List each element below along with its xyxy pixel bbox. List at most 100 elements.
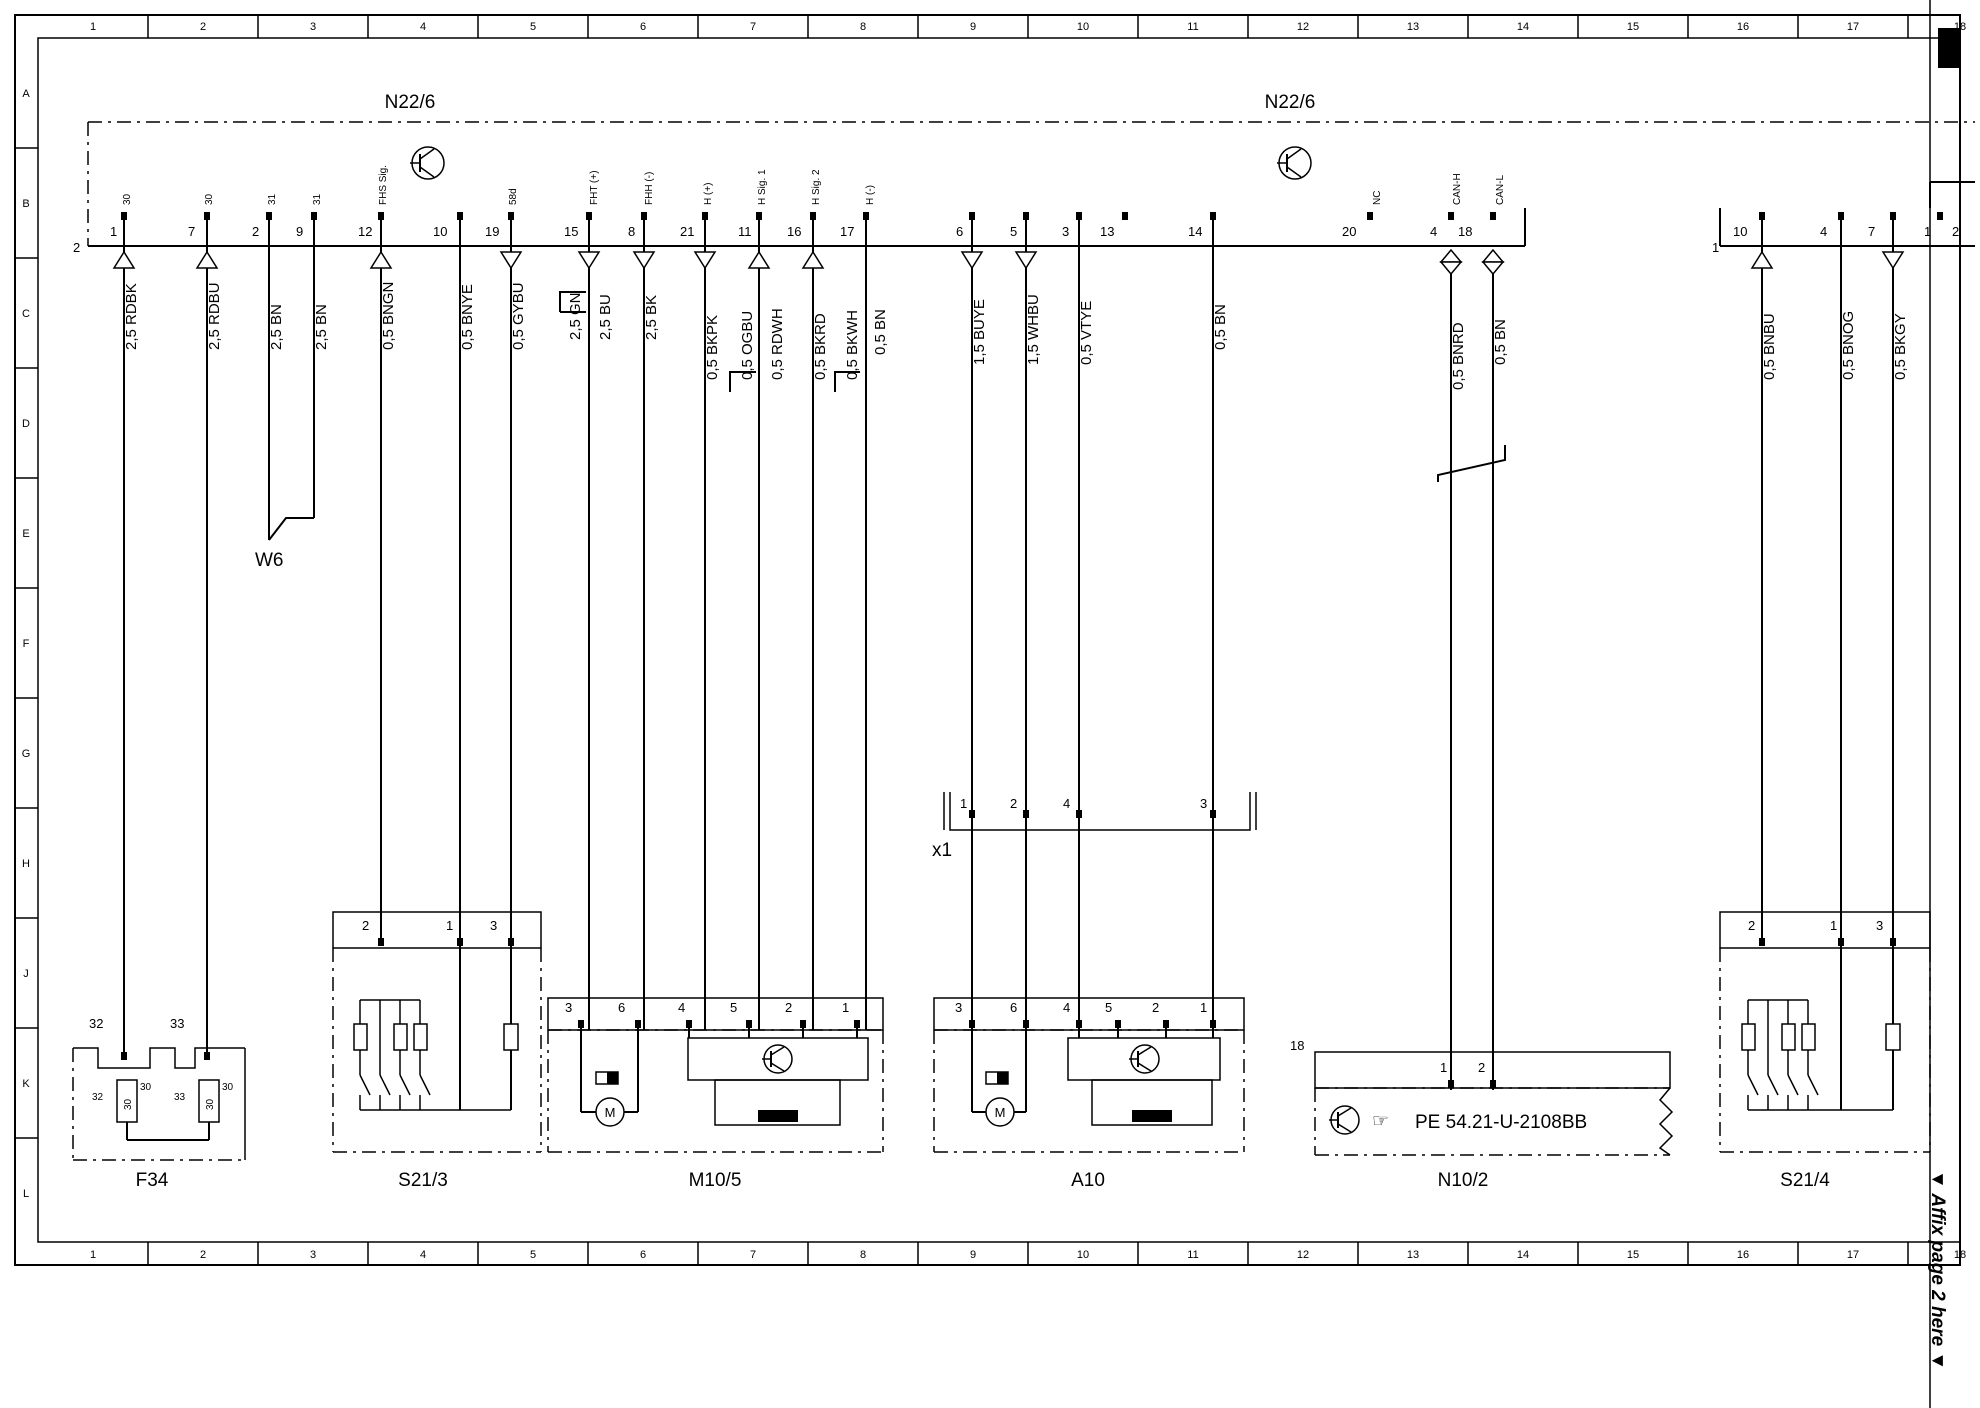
row-c: C [22, 308, 30, 320]
wire-label: 0,5 BNGN [380, 282, 397, 350]
signal-label: 31 [312, 193, 323, 205]
row-d: D [22, 418, 30, 430]
pin-number: 5 [1010, 224, 1017, 239]
motor-label: M [605, 1105, 616, 1120]
pin-number: 11 [738, 224, 752, 239]
fuse-rating: 30 [123, 1098, 134, 1110]
fuse-terminal: 33 [174, 1092, 186, 1103]
col-8-bottom: 8 [860, 1249, 866, 1261]
pin-number: 1 [110, 224, 117, 239]
signal-label: 30 [122, 193, 133, 205]
n10-2-prefix: 18 [1290, 1038, 1304, 1053]
x1-label: x1 [932, 840, 952, 861]
signal-label: H Sig. 2 [811, 169, 822, 205]
motor-label: M [995, 1105, 1006, 1120]
wire-label: 0,5 BKRD [812, 313, 829, 380]
col-12-bottom: 12 [1297, 1249, 1309, 1261]
wire-label: 1,5 WHBU [1025, 294, 1042, 365]
s21-3-label: S21/3 [398, 1170, 448, 1191]
lamp-icon [503, 1023, 519, 1051]
pin-number: 3 [565, 1000, 572, 1015]
row-a: A [22, 88, 30, 100]
col-10-bottom: 10 [1077, 1249, 1089, 1261]
col-14-bottom: 14 [1517, 1249, 1529, 1261]
m10-5-motor-module: 3 6 4 5 2 1 M [547, 997, 884, 1191]
row-j: J [23, 968, 29, 980]
signal-label: H Sig. 1 [757, 169, 768, 205]
col-10: 10 [1077, 21, 1089, 33]
pin-number: 10 [433, 224, 447, 239]
s21-4-switch: 2 1 3 S21/4 [1719, 911, 1931, 1191]
pointing-hand-icon: ☞ [1372, 1111, 1389, 1132]
page-tab-marker [1938, 28, 1960, 68]
signal-label: CAN-H [1452, 173, 1463, 205]
a10-module: 3 6 4 5 2 1 M [933, 997, 1245, 1191]
pin-number: 12 [358, 224, 372, 239]
transistor-icon [1277, 146, 1312, 180]
wire-label: 0,5 BKWH [844, 310, 861, 380]
pin-number: 3 [955, 1000, 962, 1015]
wire-label: 2,5 RDBU [206, 282, 223, 350]
col-16-bottom: 16 [1737, 1249, 1749, 1261]
pin-number: 1 [1924, 224, 1931, 239]
pin-number: 7 [1868, 224, 1875, 239]
col-13: 13 [1407, 21, 1419, 33]
signal-label: FHS Sig. [378, 165, 389, 205]
wire-label: 0,5 BKPK [704, 315, 721, 380]
transistor-icon [410, 146, 445, 180]
col-1-bottom: 1 [90, 1249, 96, 1261]
col-9: 9 [970, 21, 976, 33]
signal-label: H (+) [703, 183, 714, 206]
fuse-pin: 30 [222, 1082, 234, 1093]
pin-number: 17 [840, 224, 854, 239]
col-5-bottom: 5 [530, 1249, 536, 1261]
pin-number: 16 [787, 224, 801, 239]
pin-number: 4 [1430, 224, 1437, 239]
reference-link[interactable]: PE 54.21-U-2108BB [1415, 1112, 1587, 1133]
wire-label: 2,5 GN [567, 292, 584, 340]
pin-number: 1 [1440, 1060, 1447, 1075]
pin-number: 2 [1152, 1000, 1159, 1015]
n22-6-label-right: N22/6 [1265, 92, 1316, 113]
col-18-bottom: 18 [1954, 1249, 1966, 1261]
fuse-rating: 30 [205, 1098, 216, 1110]
col-6: 6 [640, 21, 646, 33]
wire-label: 0,5 GYBU [510, 282, 527, 350]
wire-label: 0,5 BN [872, 309, 889, 355]
pin-number: 3 [1876, 918, 1883, 933]
signal-label: H (-) [865, 185, 876, 205]
signal-label: FHH (-) [644, 172, 655, 205]
f34-label: F34 [136, 1170, 169, 1191]
terminal-label: 32 [89, 1016, 103, 1031]
fuse-terminal: 32 [92, 1092, 104, 1103]
drawing-frame [14, 0, 1961, 1408]
pin-number: 6 [1010, 1000, 1017, 1015]
pin-number: 14 [1188, 224, 1202, 239]
wire-label: 0,5 OGBU [739, 311, 756, 380]
col-4: 4 [420, 21, 426, 33]
n10-2-label: N10/2 [1438, 1170, 1489, 1191]
signal-label: 30 [204, 193, 215, 205]
col-3: 3 [310, 21, 316, 33]
fuse-pin: 30 [140, 1082, 152, 1093]
n22-6-label-left: N22/6 [385, 92, 436, 113]
col-11: 11 [1187, 21, 1198, 33]
col-5: 5 [530, 21, 536, 33]
row-letters: A B C D E F G H J K L [22, 88, 31, 1200]
pin-number: 1 [960, 796, 967, 811]
pin-number: 15 [564, 224, 578, 239]
col-18: 18 [1954, 21, 1966, 33]
pin-number: 1 [842, 1000, 849, 1015]
col-13-bottom: 13 [1407, 1249, 1419, 1261]
col-1: 1 [90, 21, 96, 33]
col-15: 15 [1627, 21, 1639, 33]
pin-number: 6 [618, 1000, 625, 1015]
col-16: 16 [1737, 21, 1749, 33]
pin-number: 2 [1748, 918, 1755, 933]
signal-arrows [112, 248, 1905, 276]
row-f: F [23, 638, 30, 650]
x1-connector: x1 1 2 4 3 [932, 792, 1257, 861]
pin-number: 1 [446, 918, 453, 933]
n22-6-prefix-left: 2 [73, 240, 80, 255]
col-17-bottom: 17 [1847, 1249, 1859, 1261]
